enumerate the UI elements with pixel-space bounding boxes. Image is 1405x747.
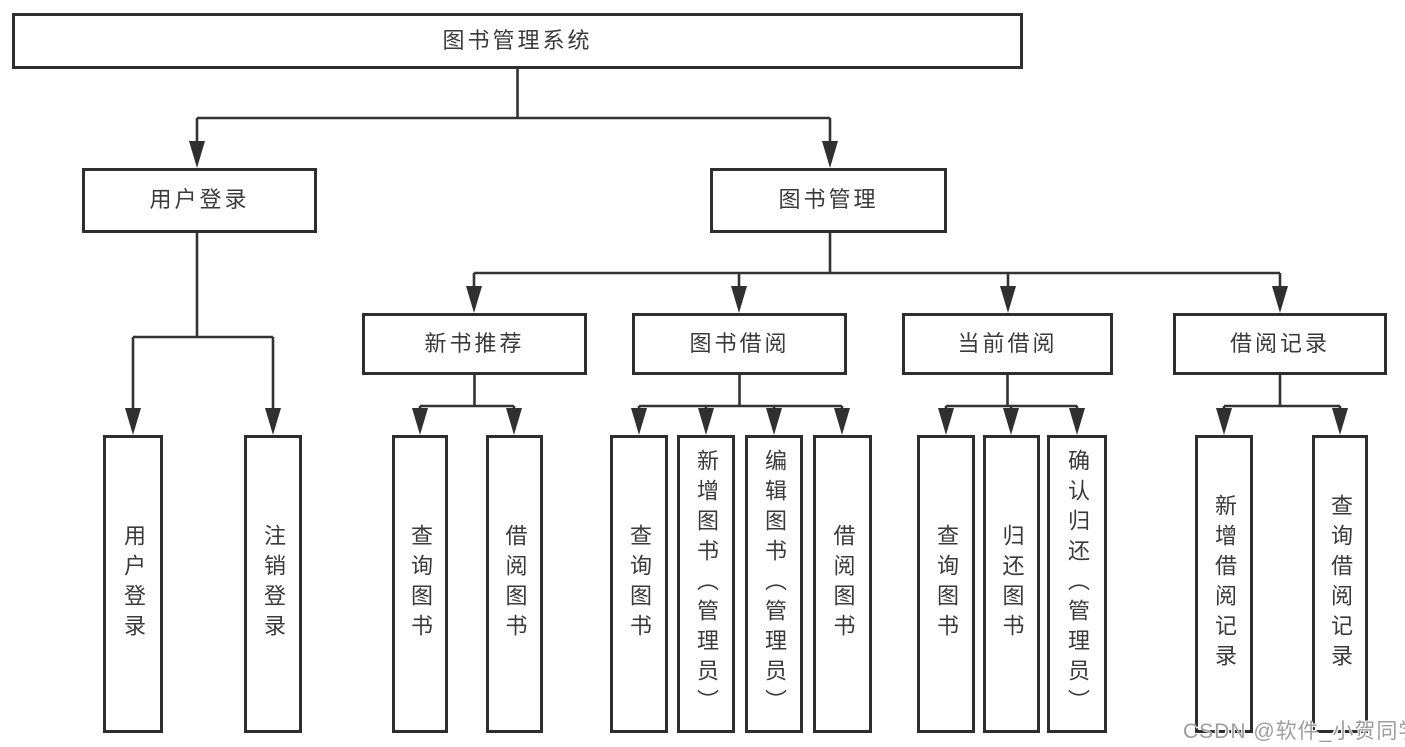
arrow-down-icon [189,141,205,168]
arrow-down-icon [412,408,428,435]
arrow-down-icon [1003,408,1019,435]
arrow-down-icon [731,286,747,313]
leaf-query-books-borrowing: 查询图书 [610,435,668,733]
arrow-down-icon [1000,286,1016,313]
leaf-add-book-admin: 新增图书（管理员） [677,435,735,733]
leaf-user-login: 用户登录 [103,435,163,733]
arrow-down-icon [125,408,141,435]
arrow-down-icon [834,408,850,435]
arrow-down-icon [1216,408,1232,435]
leaf-confirm-return-admin: 确认归还（管理员） [1047,435,1107,733]
arrow-down-icon [1332,408,1348,435]
arrow-down-icon [1272,286,1288,313]
leaf-query-books-current: 查询图书 [917,435,975,733]
leaf-borrow-books-recommend: 借阅图书 [486,435,543,733]
node-book-management: 图书管理 [710,168,947,233]
leaf-borrow-books-borrowing: 借阅图书 [813,435,872,733]
arrow-down-icon [822,141,838,168]
node-new-book-recommendation: 新书推荐 [362,313,587,375]
node-book-borrowing: 图书借阅 [632,313,847,375]
leaf-return-book: 归还图书 [983,435,1040,733]
arrowhead-group [125,141,1348,435]
arrow-down-icon [766,408,782,435]
leaf-add-borrow-record: 新增借阅记录 [1195,435,1253,733]
leaf-query-borrow-record: 查询借阅记录 [1312,435,1368,733]
arrow-down-icon [698,408,714,435]
arrow-down-icon [631,408,647,435]
node-root: 图书管理系统 [12,13,1023,69]
node-current-borrowing: 当前借阅 [902,313,1113,375]
arrow-down-icon [506,408,522,435]
node-borrowing-records: 借阅记录 [1173,313,1387,375]
arrow-down-icon [265,408,281,435]
leaf-logout: 注销登录 [244,435,302,733]
watermark: CSDN @软件_小贺同学 [1183,720,1405,743]
leaf-edit-book-admin: 编辑图书（管理员） [745,435,803,733]
arrow-down-icon [938,408,954,435]
leaf-query-books-recommend: 查询图书 [392,435,448,733]
arrow-down-icon [1069,408,1085,435]
arrow-down-icon [466,286,482,313]
node-user-login: 用户登录 [82,168,317,233]
